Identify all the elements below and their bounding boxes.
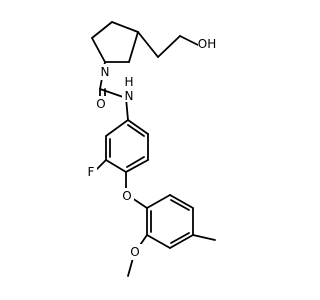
- bond: [111, 21, 139, 33]
- bond: [127, 124, 145, 137]
- bond: [91, 21, 113, 39]
- amide-nitrogen-label: N: [125, 89, 134, 103]
- bond: [146, 194, 171, 209]
- bond: [128, 31, 139, 63]
- bond: [169, 234, 194, 249]
- bond: [127, 257, 134, 277]
- bond: [95, 159, 107, 171]
- bond: [91, 37, 106, 63]
- bond: [170, 232, 190, 244]
- ether-oxygen-label: O: [122, 189, 131, 203]
- fluorine-label: F: [88, 165, 95, 179]
- bond: [105, 119, 129, 137]
- bond: [146, 234, 171, 249]
- bond: [170, 199, 190, 211]
- bond: [127, 119, 149, 135]
- bond: [105, 159, 127, 173]
- pyrrolidine-nitrogen-label: N: [101, 65, 110, 79]
- bond: [137, 31, 159, 58]
- methoxy-oxygen-label: O: [130, 245, 139, 259]
- chemical-structure: OH N O N H F O O: [85, 21, 218, 277]
- bond: [99, 88, 127, 99]
- bond: [192, 234, 216, 241]
- amide-hydrogen-label: H: [124, 75, 133, 89]
- bond: [125, 159, 149, 173]
- bond: [169, 194, 194, 209]
- bond: [179, 35, 199, 46]
- hydroxyl-label: OH: [198, 37, 216, 51]
- bond: [126, 156, 145, 168]
- carbonyl-oxygen-label: O: [96, 97, 105, 111]
- bond: [157, 35, 181, 58]
- bond-network: [91, 21, 216, 277]
- atom-labels: OH N O N H F O O: [85, 36, 218, 260]
